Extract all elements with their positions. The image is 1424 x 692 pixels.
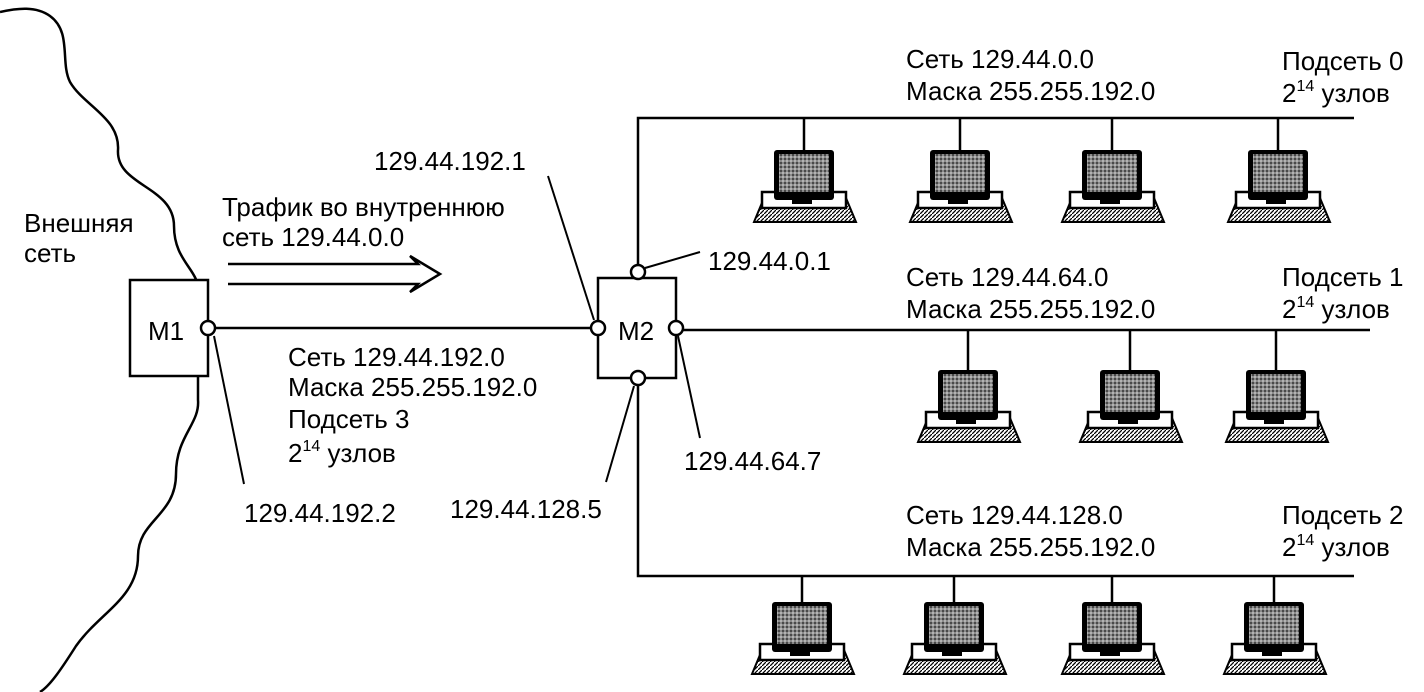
external-network-label-2: сеть	[24, 238, 76, 268]
subnet1-computer	[1224, 330, 1330, 444]
subnet2-computer	[1222, 576, 1328, 676]
subnet0-hosts: 214 узлов	[1282, 78, 1390, 108]
subnet0-computer	[1226, 118, 1332, 224]
m1-port	[199, 319, 217, 337]
leader-m2-top	[644, 251, 701, 269]
subnet1-mask: Маска 255.255.192.0	[906, 294, 1155, 324]
m2-port-left	[589, 319, 607, 337]
addr-m2-left: 129.44.192.1	[374, 146, 526, 176]
subnet0-computer	[1060, 118, 1166, 224]
subnet3-hosts: 214 узлов	[288, 438, 396, 468]
traffic-arrow	[228, 254, 443, 294]
leader-m2-right	[677, 335, 701, 439]
leader-m1-port	[213, 335, 245, 485]
subnet1-computer	[1078, 330, 1184, 444]
subnet0-mask: Маска 255.255.192.0	[906, 76, 1155, 106]
subnet2-net: Сеть 129.44.128.0	[906, 500, 1123, 530]
subnet1-computer	[916, 330, 1022, 444]
subnet2-computer	[902, 576, 1008, 676]
subnet1-net: Сеть 129.44.64.0	[906, 262, 1108, 292]
addr-m2-top: 129.44.0.1	[708, 246, 831, 276]
subnet0-name: Подсеть 0	[1282, 46, 1403, 76]
addr-m2-right: 129.44.64.7	[684, 446, 821, 476]
traffic-label-1: Трафик во внутреннюю	[222, 192, 505, 222]
m2-port-bottom	[629, 369, 647, 387]
subnet0-net: Сеть 129.44.0.0	[906, 44, 1094, 74]
subnet0-bus	[636, 116, 1354, 265]
subnet2-bus	[636, 385, 1354, 578]
router-m1-label: M1	[148, 316, 184, 346]
leader-m2-left	[547, 175, 595, 321]
router-m2-label: M2	[618, 316, 654, 346]
leader-m2-bottom	[605, 385, 635, 483]
m2-port-top	[629, 263, 647, 281]
external-network-cloud	[0, 7, 200, 692]
subnet3-name: Подсеть 3	[288, 404, 409, 434]
subnet2-hosts: 214 узлов	[1282, 532, 1390, 562]
subnet1-hosts: 214 узлов	[1282, 294, 1390, 324]
subnet2-mask: Маска 255.255.192.0	[906, 532, 1155, 562]
external-network-label-1: Внешняя	[24, 208, 134, 238]
addr-m2-bottom: 129.44.128.5	[450, 494, 602, 524]
traffic-label-2: сеть 129.44.0.0	[222, 222, 404, 252]
subnet0-computer	[908, 118, 1014, 224]
subnet0-computer	[752, 118, 858, 224]
m2-port-right	[667, 319, 685, 337]
subnet2-computer	[750, 576, 856, 676]
subnet1-name: Подсеть 1	[1282, 262, 1403, 292]
subnet2-computer	[1060, 576, 1166, 676]
subnet3-net: Сеть 129.44.192.0	[288, 342, 505, 372]
subnet2-name: Подсеть 2	[1282, 500, 1403, 530]
addr-m1-port: 129.44.192.2	[244, 498, 396, 528]
subnet3-mask: Маска 255.255.192.0	[288, 372, 537, 402]
